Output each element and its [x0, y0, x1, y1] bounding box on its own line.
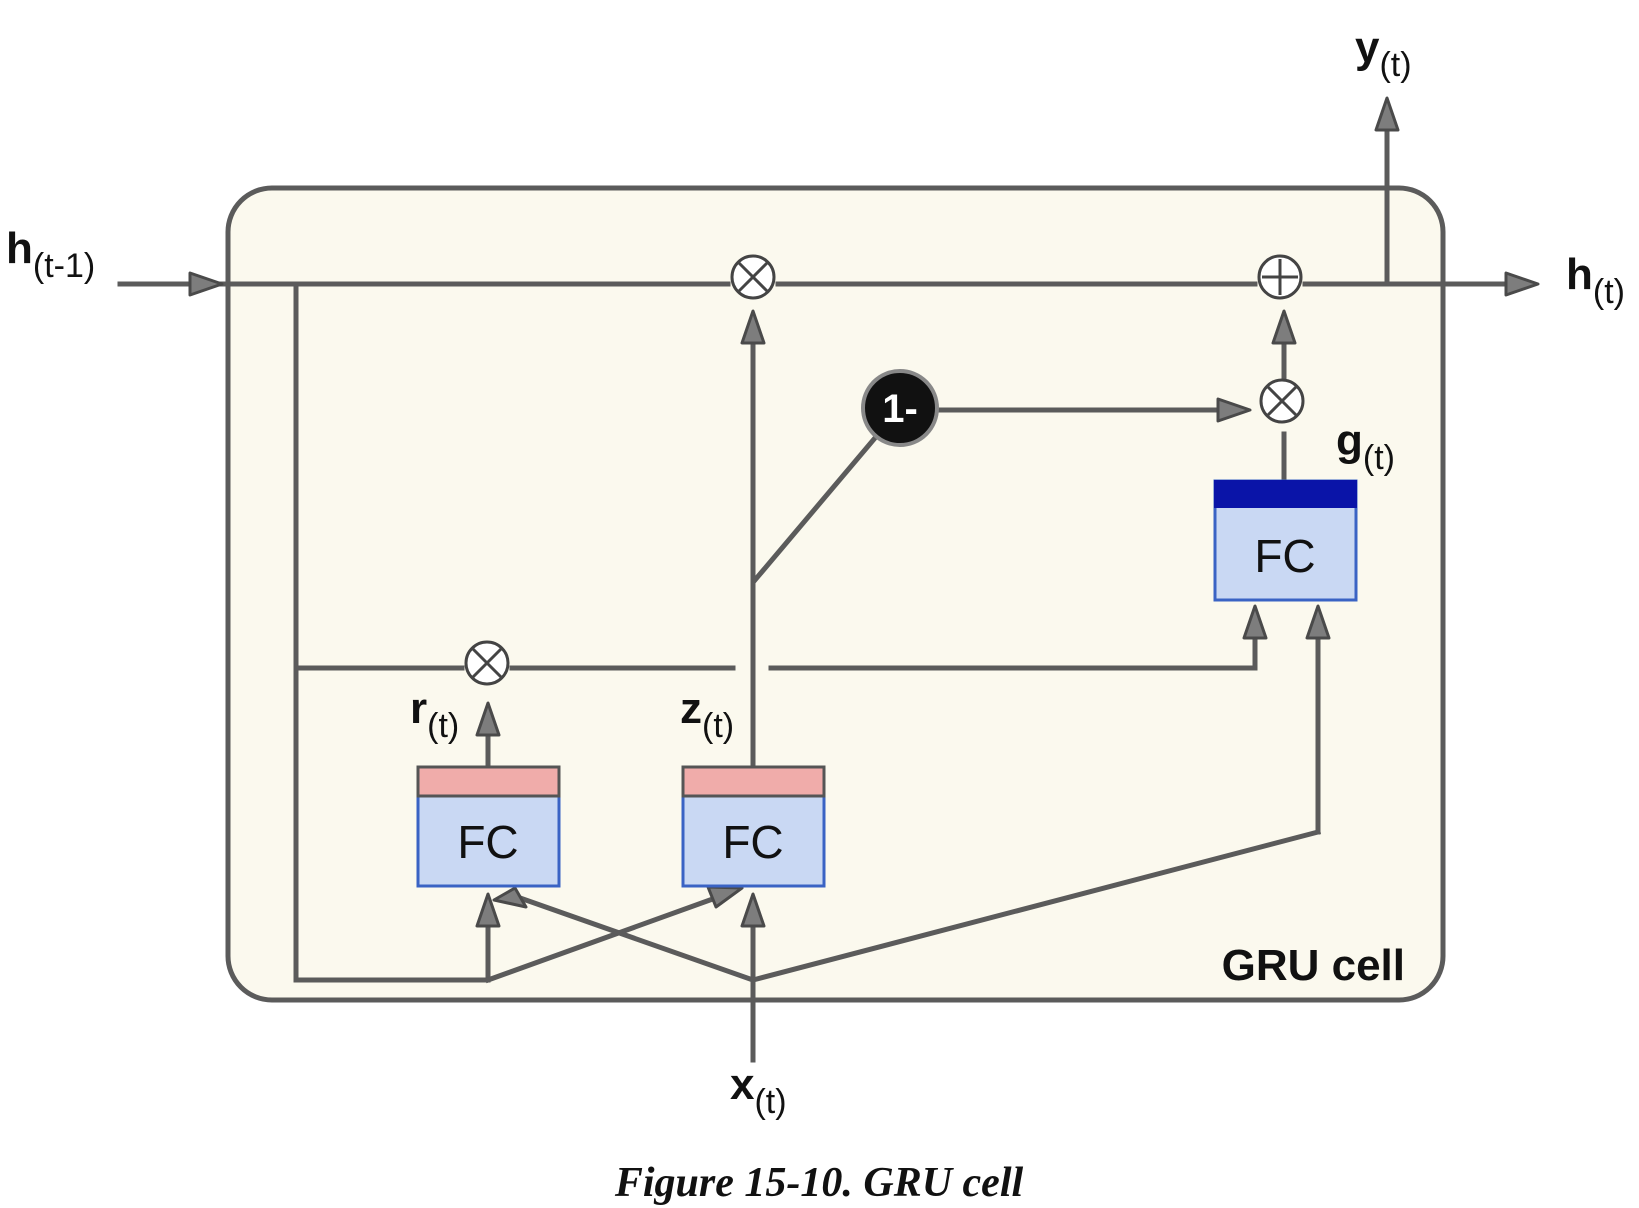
arrow-x-into-candidate — [1305, 604, 1331, 640]
arrow-h-into-reset-fc — [475, 892, 501, 928]
multiply-top-node — [730, 254, 776, 300]
update-fc-layer: FC — [681, 765, 826, 888]
one-minus-label: 1- — [882, 387, 918, 431]
arrow-h-prev-in — [188, 271, 224, 297]
label-h-prev: h(t-1) — [6, 224, 95, 285]
reset-fc-label: FC — [457, 816, 518, 868]
multiply-reset-node — [464, 640, 510, 686]
arrow-y-out — [1374, 96, 1400, 132]
multiply-candidate-node — [1259, 378, 1305, 424]
wire-h-into-update-fc — [484, 896, 714, 984]
label-h-t: h(t) — [1566, 250, 1625, 311]
label-z-t: z(t) — [680, 684, 734, 745]
figure-caption: Figure 15-10. GRU cell — [614, 1160, 1024, 1206]
arrow-r-out — [475, 701, 501, 737]
arrow-mult-to-add — [1271, 309, 1297, 345]
candidate-fc-label: FC — [1254, 530, 1315, 582]
candidate-fc-activation — [1214, 480, 1357, 508]
label-y-t: y(t) — [1355, 23, 1412, 84]
add-node — [1257, 254, 1303, 300]
arrow-one-minus-to-mult — [1216, 397, 1252, 423]
arrowheads — [188, 96, 1540, 928]
one-minus-node: 1- — [861, 369, 939, 447]
update-fc-label: FC — [722, 816, 783, 868]
label-g-t: g(t) — [1336, 416, 1395, 477]
wire-x-into-reset-fc — [516, 894, 757, 984]
gru-cell-title: GRU cell — [1222, 941, 1405, 990]
arrow-reset-into-candidate — [1242, 604, 1268, 640]
label-x-t: x(t) — [730, 1060, 787, 1121]
candidate-fc-layer: FC — [1213, 479, 1358, 602]
one-minus-circle — [861, 369, 939, 447]
wire-x-to-candidate-a — [749, 828, 1322, 984]
wires — [117, 127, 1513, 1063]
reset-fc-activation — [416, 765, 561, 798]
reset-fc-layer: FC — [416, 765, 561, 888]
arrow-x-into-update-fc — [740, 892, 766, 928]
arrow-x-into-reset-fc — [492, 886, 528, 909]
arrow-z-to-mult — [740, 309, 766, 345]
update-fc-activation — [681, 765, 826, 798]
wire-z-to-one-minus — [751, 428, 884, 584]
label-r-t: r(t) — [410, 684, 459, 745]
arrow-h-out — [1504, 271, 1540, 297]
